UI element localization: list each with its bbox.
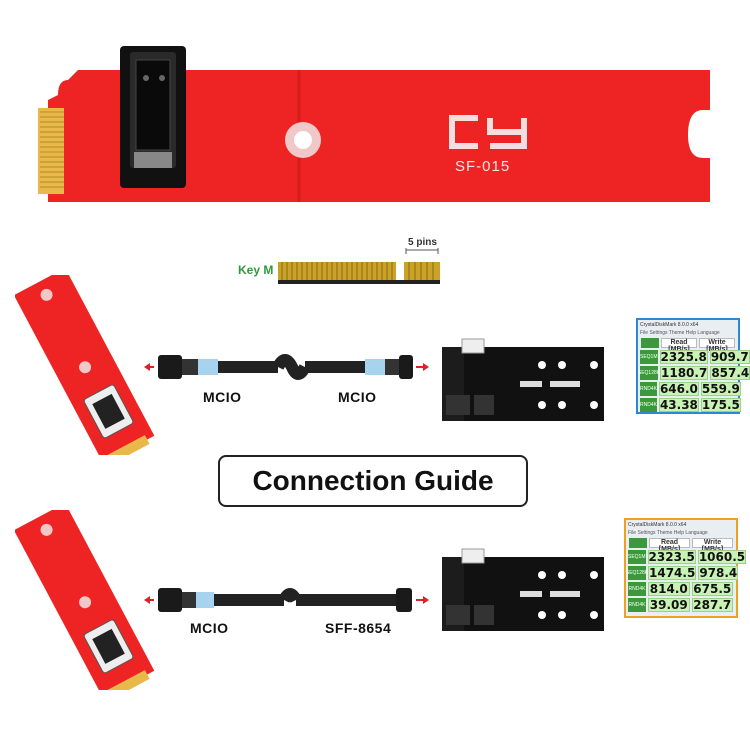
benchmark-row: SEQ128K 1180.7 857.4: [638, 366, 750, 380]
u2-adapter-board-1: [442, 338, 604, 421]
write-value: 909.7: [709, 350, 750, 364]
mcio-cable-1: [144, 354, 429, 380]
write-header: Write [MB/s]: [699, 338, 735, 353]
write-value: 1060.5: [697, 550, 747, 564]
write-value: 559.9: [700, 382, 741, 396]
benchmark-header: Read [MB/s] Write [MB/s]: [628, 538, 734, 553]
gold-finger-diagram: [278, 248, 440, 284]
m2-board-angled-2: [15, 510, 155, 690]
row1-right-label: MCIO: [338, 389, 377, 405]
benchmark-header: Read [MB/s] Write [MB/s]: [640, 338, 736, 353]
read-value: 646.0: [658, 382, 699, 396]
benchmark-row: SEQ1M 2323.5 1060.5: [628, 550, 747, 564]
m2-adapter-board: [38, 46, 710, 202]
connection-guide-title: Connection Guide: [218, 455, 528, 507]
read-value: 39.09: [648, 598, 690, 612]
row2-right-label: SFF-8654: [325, 620, 392, 636]
row-label: SEQ1M: [640, 350, 658, 364]
row2-left-label: MCIO: [190, 620, 229, 636]
read-value: 2323.5: [647, 550, 696, 564]
u2-adapter-board-2: [442, 548, 604, 631]
write-value: 978.4: [698, 566, 739, 580]
key-m-label: Key M: [238, 263, 274, 277]
read-value: 814.0: [648, 582, 690, 596]
write-value: 675.5: [691, 582, 733, 596]
write-value: 287.7: [691, 598, 733, 612]
read-value: 1474.5: [648, 566, 697, 580]
row-label: RND4K: [640, 398, 657, 412]
read-value: 1180.7: [660, 366, 709, 380]
read-value: 43.38: [658, 398, 699, 412]
row1-left-label: MCIO: [203, 389, 242, 405]
benchmark-row: RND4K 43.38 175.5: [640, 398, 741, 412]
row-label: RND4K: [640, 382, 657, 396]
benchmark-row: RND4K 814.0 675.5: [628, 582, 734, 596]
benchmark-title: CrystalDiskMark 8.0.0 x64: [640, 322, 699, 328]
read-value: 2325.8: [659, 350, 708, 364]
row-label: SEQ128K: [626, 566, 648, 580]
benchmark-row: SEQ128K 1474.5 978.4: [626, 566, 739, 580]
row-label: RND4K: [628, 582, 646, 596]
mcio-sff8654-cable: [144, 588, 429, 612]
row-label: SEQ128K: [638, 366, 660, 380]
benchmark-row: RND4K 39.09 287.7: [628, 598, 734, 612]
benchmark-row: SEQ1M 2325.8 909.7: [640, 350, 750, 364]
m2-board-angled-1: [15, 275, 155, 455]
write-header: Write [MB/s]: [692, 538, 733, 553]
benchmark-title: CrystalDiskMark 8.0.0 x64: [628, 522, 687, 528]
benchmark-window-2: CrystalDiskMark 8.0.0 x64 File Settings …: [624, 518, 747, 618]
benchmark-menu: File Settings Theme Help Language: [628, 530, 708, 536]
board-model-label: SF-015: [455, 158, 511, 175]
row-label: RND4K: [628, 598, 646, 612]
benchmark-row: RND4K 646.0 559.9: [640, 382, 741, 396]
read-header: Read [MB/s]: [661, 338, 697, 353]
write-value: 857.4: [710, 366, 750, 380]
read-header: Read [MB/s]: [649, 538, 690, 553]
write-value: 175.5: [700, 398, 741, 412]
row-label: SEQ1M: [628, 550, 646, 564]
pins-label: 5 pins: [408, 237, 437, 248]
benchmark-menu: File Settings Theme Help Language: [640, 330, 720, 336]
benchmark-window-1: CrystalDiskMark 8.0.0 x64 File Settings …: [636, 318, 750, 414]
